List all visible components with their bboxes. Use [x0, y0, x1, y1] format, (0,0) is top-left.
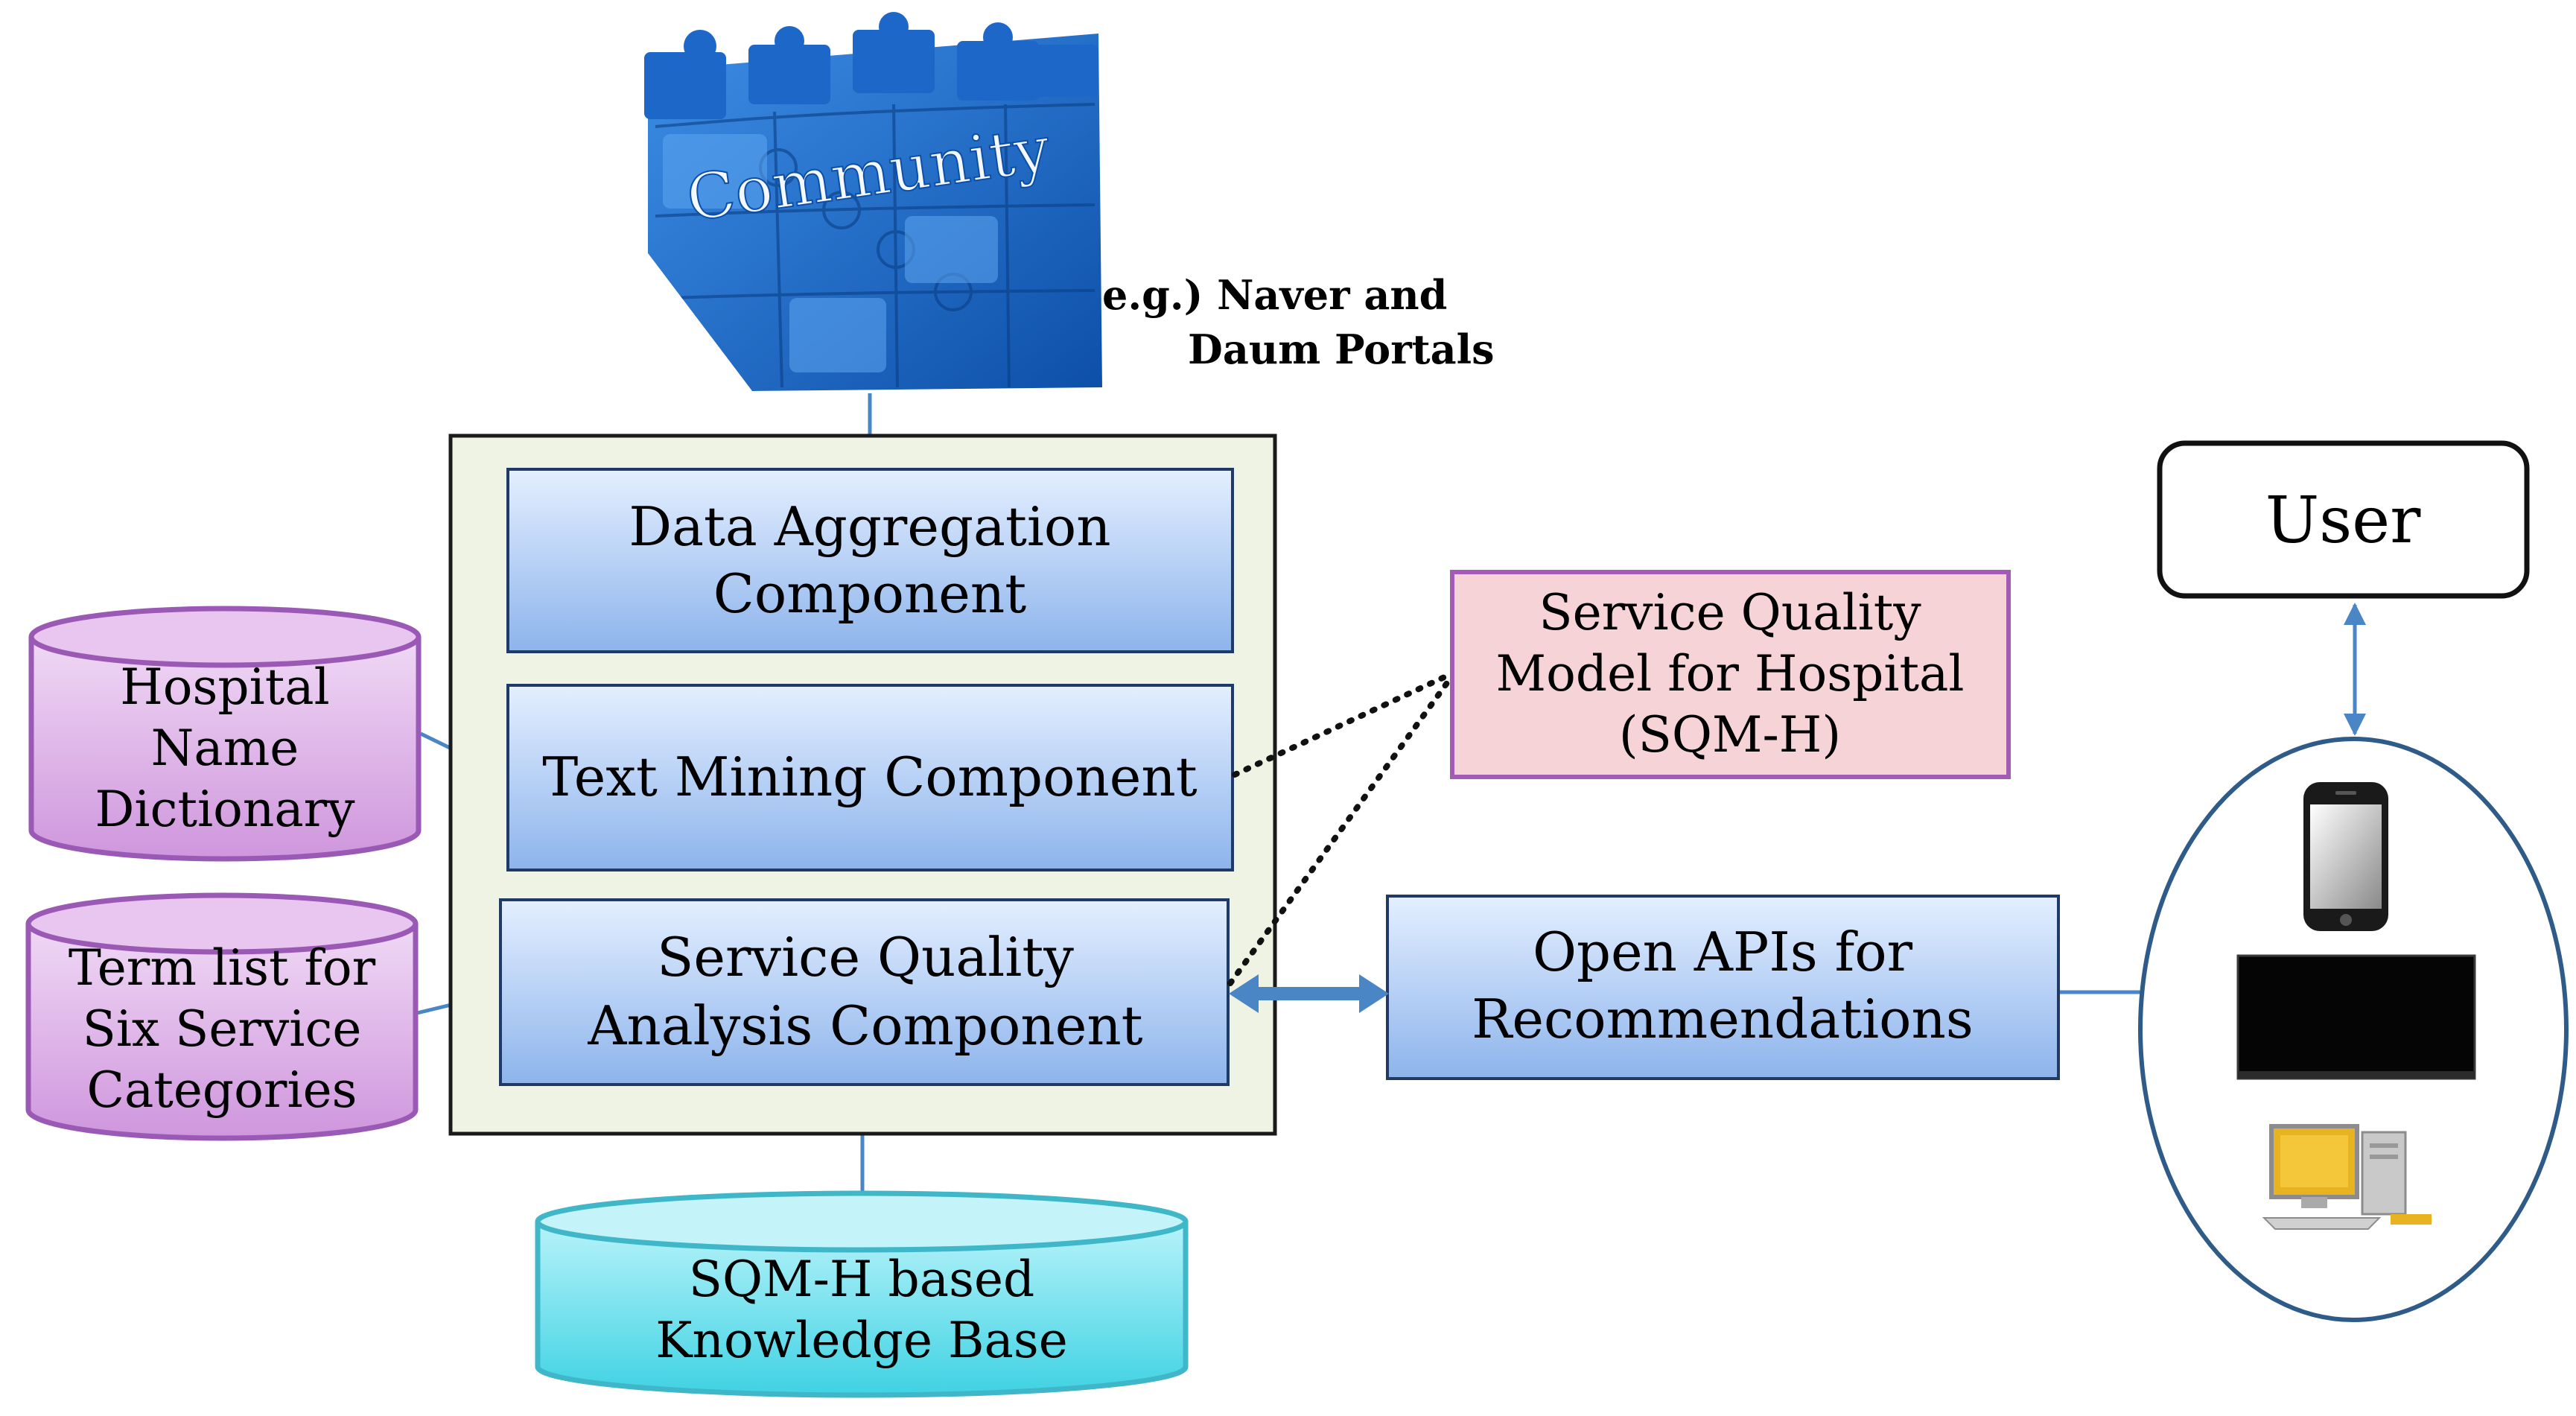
user-label: User [2265, 483, 2422, 558]
open-apis-box: Open APIs for Recommendations [1386, 895, 2060, 1080]
analysis-api-double-arrow [1229, 974, 1389, 1013]
hospital-name-line2: Name [151, 720, 299, 777]
data-aggregation-component: Data Aggregation Component [506, 468, 1234, 653]
open-apis-line2: Recommendations [1472, 988, 1974, 1050]
sqm-h-model-box: Service Quality Model for Hospital (SQM-… [1450, 570, 2011, 779]
sqm-h-line3: (SQM-H) [1619, 706, 1841, 763]
term-list-line1: Term list for [69, 939, 376, 997]
community-puzzle-image: Community [644, 12, 1102, 391]
hospital-name-line3: Dictionary [95, 781, 355, 838]
service-quality-analysis-component: Service Quality Analysis Component [499, 898, 1230, 1086]
example-portals-line2: Daum Portals [1188, 326, 1495, 373]
example-portals-line1: e.g.) Naver and [1102, 271, 1447, 319]
sqm-h-dotted-links [1227, 671, 1454, 986]
term-list-line2: Six Service [83, 1000, 362, 1058]
term-list-database: Term list for Six Service Categories [25, 892, 419, 1141]
tv-icon [2236, 954, 2476, 1080]
data-aggregation-line2: Component [713, 562, 1027, 625]
knowledge-base-line1: SQM-H based [689, 1251, 1035, 1308]
text-mining-component: Text Mining Component [506, 684, 1234, 871]
service-quality-analysis-line2: Analysis Component [587, 994, 1142, 1057]
sqm-h-line2: Model for Hospital [1496, 645, 1965, 702]
hospital-name-dictionary-database: Hospital Name Dictionary [28, 606, 422, 862]
data-aggregation-line1: Data Aggregation [629, 495, 1110, 558]
smartphone-icon [2303, 782, 2388, 931]
knowledge-base-line2: Knowledge Base [655, 1312, 1068, 1369]
desktop-computer-icon [2262, 1124, 2432, 1230]
term-list-line3: Categories [87, 1061, 357, 1119]
service-quality-analysis-line1: Service Quality [657, 926, 1074, 988]
user-box: User [2157, 440, 2530, 599]
sqm-h-line1: Service Quality [1539, 584, 1921, 641]
knowledge-base-database: SQM-H based Knowledge Base [535, 1190, 1189, 1398]
text-mining-line1: Text Mining Component [542, 746, 1197, 808]
hospital-name-line1: Hospital [120, 658, 330, 716]
open-apis-line1: Open APIs for [1533, 921, 1913, 983]
